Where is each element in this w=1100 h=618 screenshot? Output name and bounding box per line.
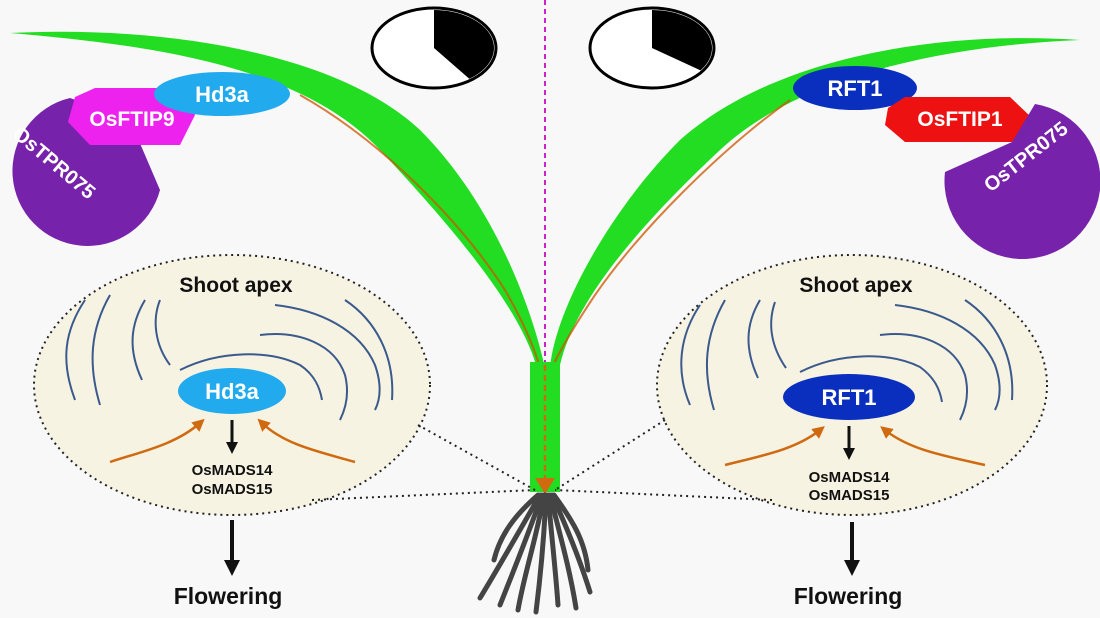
ostpr075-right <box>944 104 1100 259</box>
osmads14-left: OsMADS14 <box>192 462 274 479</box>
curved-arrow-left-2 <box>257 418 356 464</box>
osmads15-right: OsMADS15 <box>809 487 890 504</box>
hd3a-leaf-label: Hd3a <box>195 82 250 107</box>
osmads15-left: OsMADS15 <box>192 481 273 498</box>
osmads14-right: OsMADS14 <box>809 469 891 486</box>
leaf-right <box>550 38 1080 369</box>
flowering-left-label: Flowering <box>174 583 283 609</box>
leaf-right-vein <box>551 99 791 369</box>
osftip9-label: OsFTIP9 <box>89 108 174 131</box>
shoot-apex-right-title: Shoot apex <box>799 274 913 297</box>
curved-arrow-right-1 <box>724 426 825 467</box>
flowering-right-label: Flowering <box>794 583 903 609</box>
rft1-leaf-label: RFT1 <box>828 76 883 101</box>
clock-right-dark-sector <box>652 10 712 71</box>
photoperiod-clock-right <box>588 6 716 90</box>
curved-arrow-right-2 <box>880 426 986 467</box>
photoperiod-clock-left <box>370 6 498 90</box>
leaf-left <box>10 31 545 369</box>
rft1-leaf-node <box>793 66 917 110</box>
osftip1-node <box>885 97 1032 142</box>
meristem-lines-left <box>65 294 394 421</box>
stem-arrowhead <box>535 478 555 494</box>
osftip1-label: OsFTIP1 <box>917 108 1003 131</box>
rft1-apex-label: RFT1 <box>822 385 877 410</box>
roots <box>477 492 593 615</box>
rft1-apex-node <box>783 374 915 420</box>
hd3a-leaf-node <box>154 72 290 116</box>
meristem-lines-right <box>680 299 1014 421</box>
clock-left-dark-sector <box>434 10 495 79</box>
hd3a-apex-label: Hd3a <box>205 379 260 404</box>
hd3a-apex-node <box>178 368 286 414</box>
leaf-left-vein <box>299 94 541 369</box>
shoot-apex-left-title: Shoot apex <box>179 274 293 297</box>
curved-arrow-left-1 <box>109 418 205 464</box>
